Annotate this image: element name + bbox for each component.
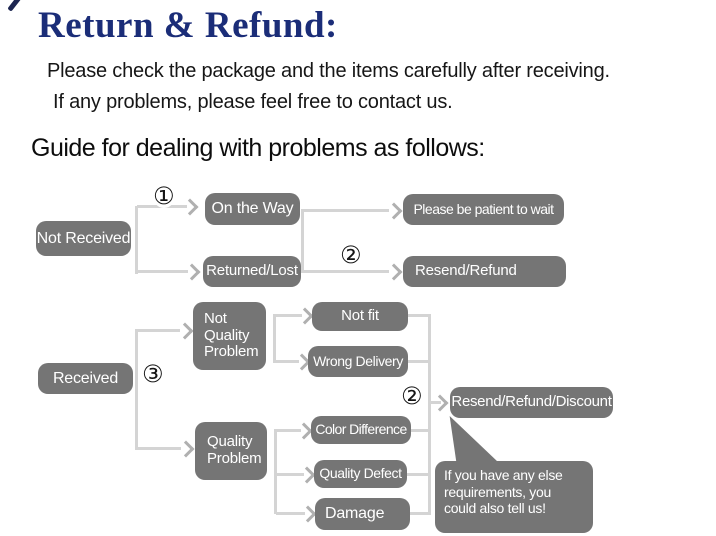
connector-line bbox=[276, 429, 301, 432]
node-wrong-delivery: Wrong Delivery bbox=[308, 346, 408, 377]
step-marker-1: ① bbox=[153, 182, 175, 210]
step-marker-2-top: ② bbox=[340, 241, 362, 269]
connector-line bbox=[137, 447, 181, 450]
node-not-fit: Not fit bbox=[312, 302, 408, 331]
connector-line bbox=[137, 270, 188, 273]
node-please-be-patient: Please be patient to wait bbox=[403, 194, 564, 225]
speech-bubble-tail bbox=[449, 416, 501, 464]
connector-line bbox=[428, 314, 431, 515]
node-not-received: Not Received bbox=[36, 221, 131, 256]
arrowhead-icon bbox=[295, 422, 313, 440]
arrowhead-icon bbox=[176, 322, 194, 340]
connector-line bbox=[431, 401, 441, 404]
connector-line bbox=[301, 209, 304, 273]
intro-line-1: Please check the package and the items c… bbox=[47, 60, 610, 82]
arrowhead-icon bbox=[385, 263, 403, 281]
connector-line bbox=[407, 314, 428, 317]
arrowhead-icon bbox=[296, 307, 314, 325]
node-not-quality-problem: Not Quality Problem bbox=[193, 302, 266, 370]
connector-line bbox=[275, 360, 299, 363]
node-damage: Damage bbox=[315, 498, 410, 530]
node-resend-refund: Resend/Refund bbox=[403, 256, 566, 287]
connector-line bbox=[135, 329, 138, 450]
connector-line bbox=[137, 329, 180, 332]
node-quality-defect: Quality Defect bbox=[314, 460, 407, 488]
arrowhead-icon bbox=[299, 505, 317, 523]
connector-line bbox=[275, 314, 302, 317]
page-title: Return & Refund: bbox=[38, 5, 338, 46]
node-on-the-way: On the Way bbox=[205, 193, 300, 225]
intro-line-2: If any problems, please feel free to con… bbox=[53, 91, 453, 113]
step-marker-2-bottom: ② bbox=[401, 382, 423, 410]
connector-line bbox=[276, 473, 304, 476]
node-quality-problem: Quality Problem bbox=[195, 422, 267, 480]
arrowhead-icon bbox=[183, 263, 201, 281]
connector-line bbox=[135, 206, 138, 274]
arrowhead-icon bbox=[181, 198, 199, 216]
connector-line bbox=[407, 360, 428, 363]
guide-heading: Guide for dealing with problems as follo… bbox=[31, 134, 485, 162]
connector-line bbox=[409, 429, 428, 432]
node-color-difference: Color Difference bbox=[311, 416, 411, 444]
connector-line bbox=[276, 512, 305, 515]
connector-line bbox=[406, 473, 428, 476]
arrowhead-icon bbox=[298, 466, 316, 484]
connector-line bbox=[409, 512, 428, 515]
node-returned-lost: Returned/Lost bbox=[203, 256, 301, 287]
step-marker-3: ③ bbox=[142, 360, 164, 388]
node-resend-refund-discount: Resend/Refund/Discount bbox=[450, 387, 613, 418]
speech-bubble: If you have any else requirements, you c… bbox=[435, 461, 593, 533]
connector-line bbox=[273, 314, 276, 363]
node-received: Received bbox=[38, 363, 133, 394]
connector-line bbox=[274, 429, 277, 514]
arrowhead-icon bbox=[177, 440, 195, 458]
connector-line bbox=[303, 270, 389, 273]
arrowhead-icon bbox=[385, 202, 403, 220]
corner-artifact bbox=[7, 0, 22, 12]
connector-line bbox=[303, 209, 389, 212]
arrowhead-icon bbox=[431, 394, 449, 412]
